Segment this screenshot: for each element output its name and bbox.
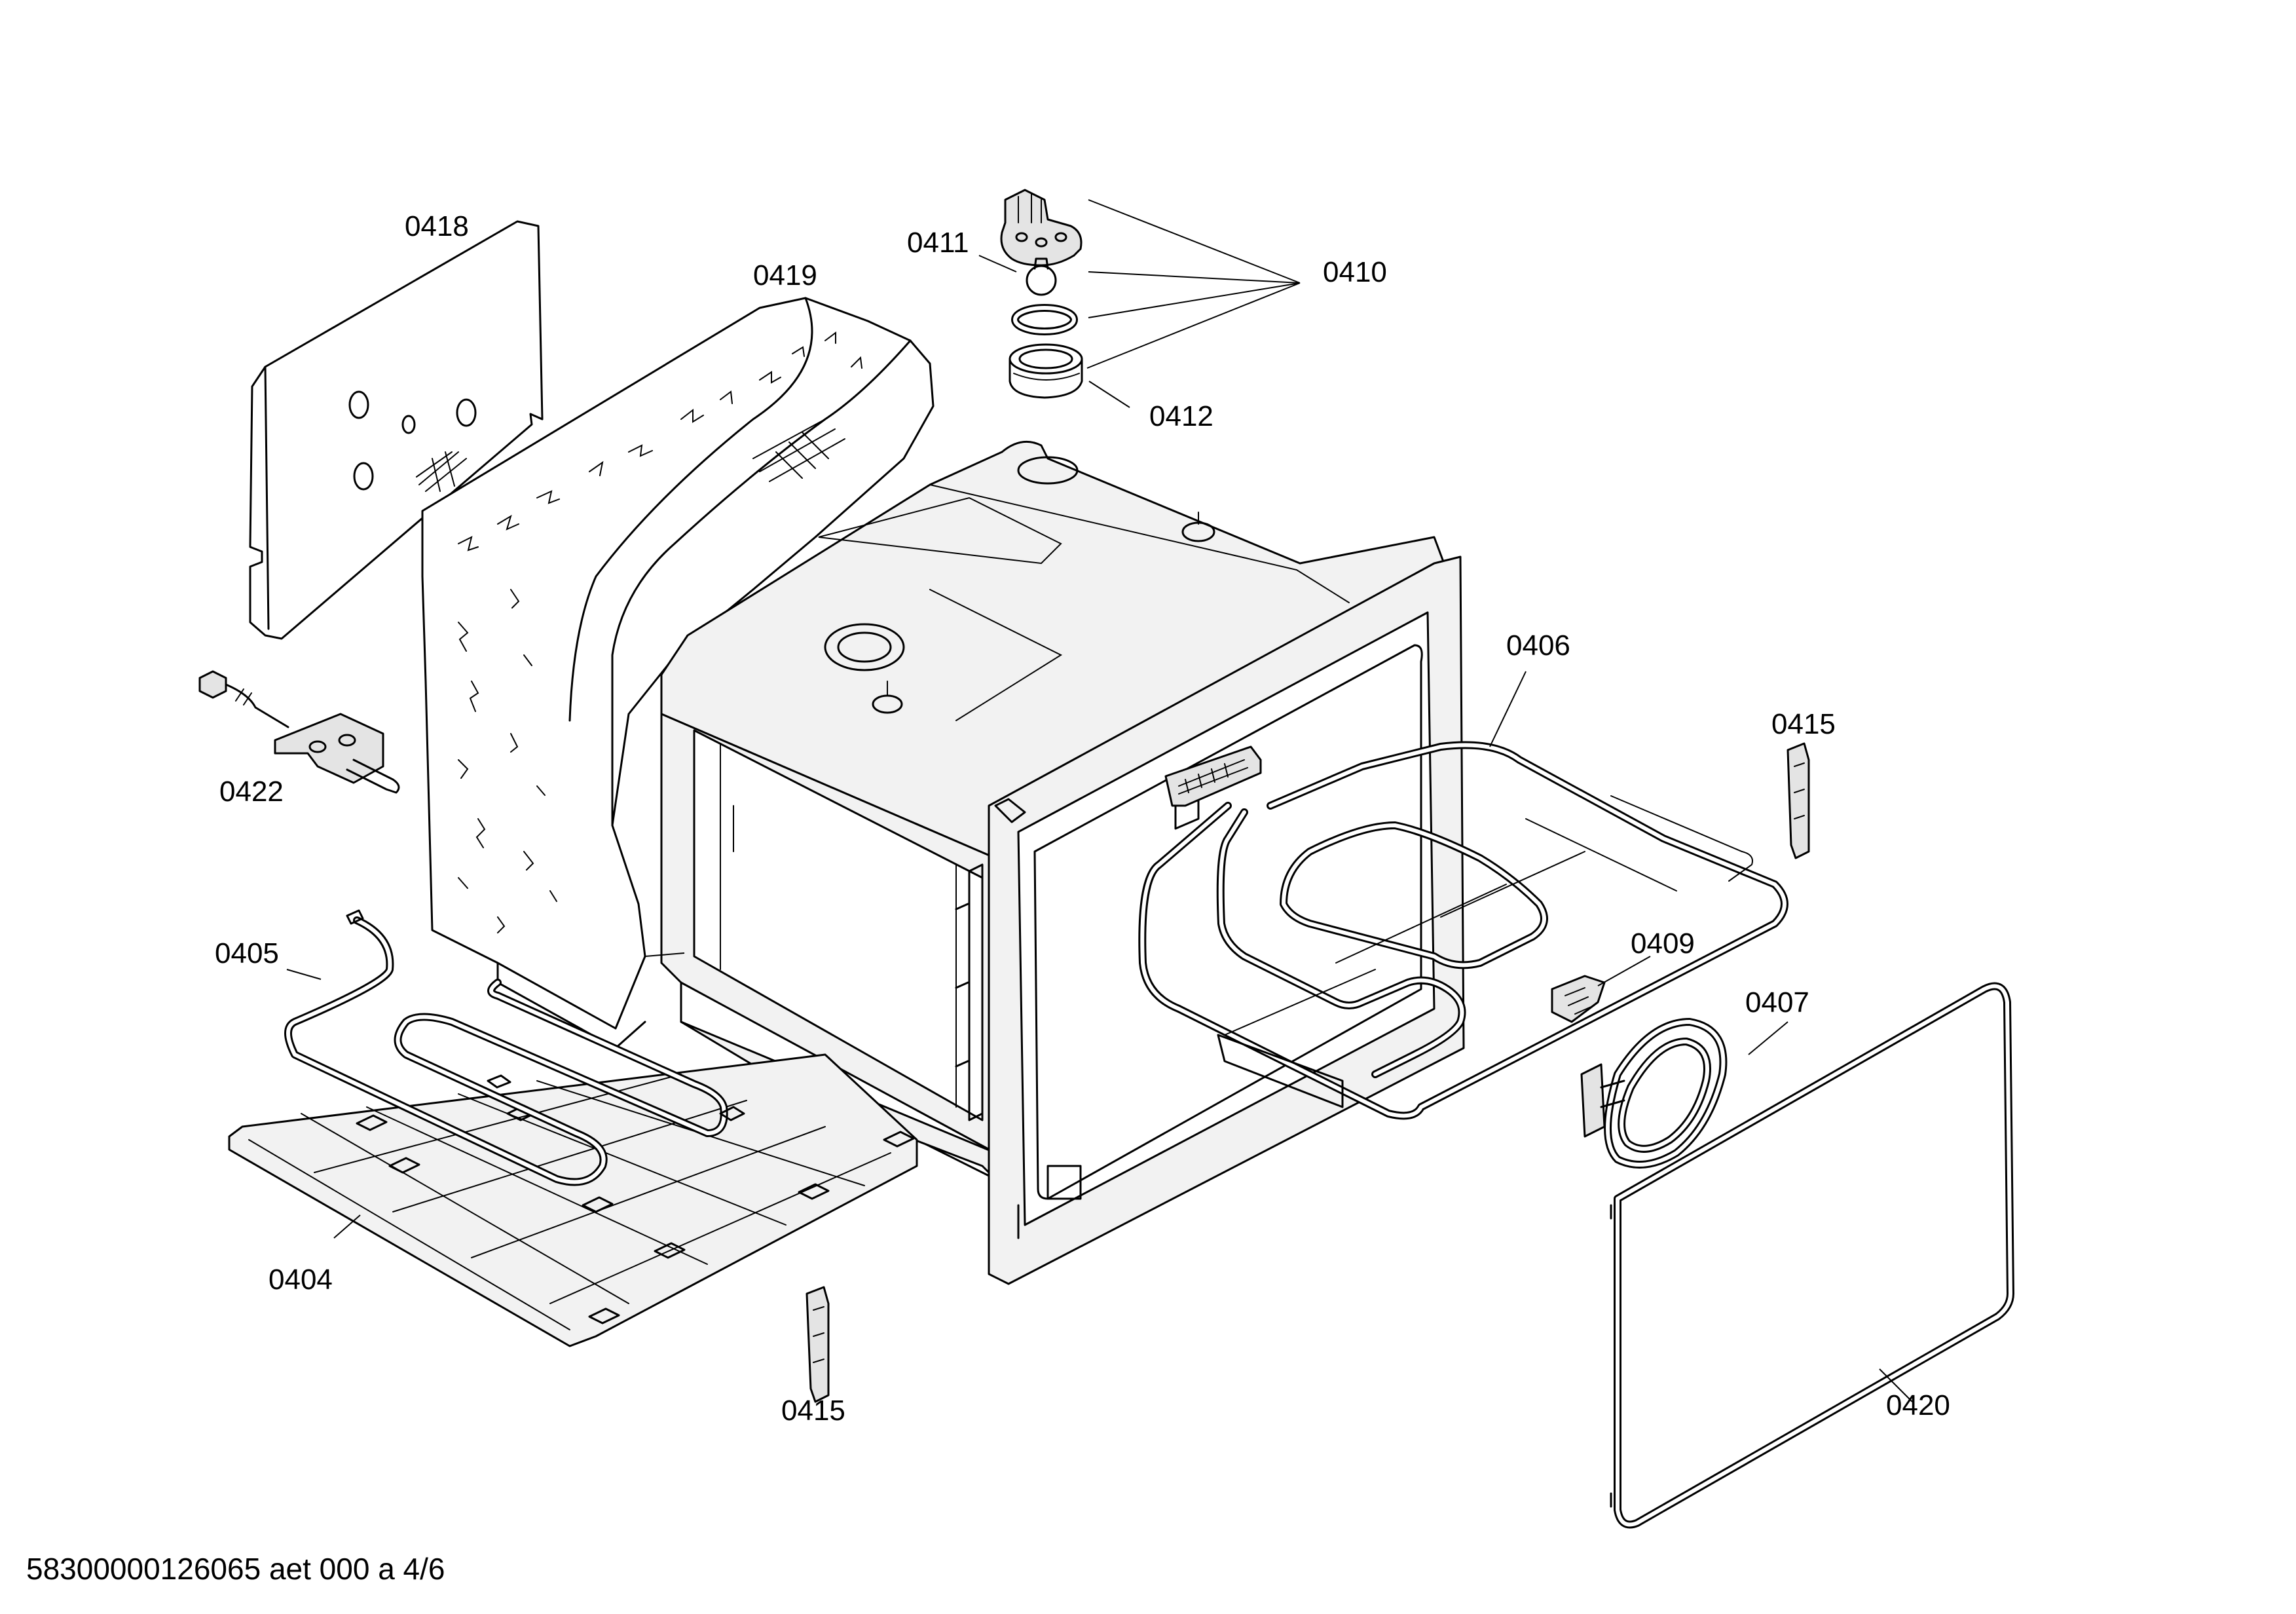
callout-0407: 0407 [1745, 986, 1809, 1019]
callout-0418: 0418 [405, 210, 469, 242]
callout-0409: 0409 [1631, 928, 1695, 960]
part-0404-bottom-plate [228, 1053, 918, 1347]
callout-0404: 0404 [268, 1264, 333, 1296]
part-0411-lamp-bulb [1026, 257, 1057, 296]
callout-leader-lines [286, 199, 1913, 1402]
callout-0420: 0420 [1886, 1389, 1950, 1421]
part-0415-bottom-support [805, 1286, 830, 1403]
part-0415-right-support [1787, 742, 1810, 859]
part-0412-lamp-holder [1009, 343, 1083, 399]
part-0406-upper-heating-element [1138, 741, 1788, 1120]
callout-0415-right: 0415 [1771, 708, 1836, 740]
oven-cavity-body [660, 440, 1465, 1285]
document-code: 58300000126065 aet 000 a 4/6 [26, 1552, 445, 1586]
callout-0415-bottom: 0415 [781, 1395, 845, 1427]
callout-0419: 0419 [753, 259, 817, 291]
part-0409-bracket [1551, 975, 1606, 1023]
callout-0411: 0411 [907, 227, 969, 259]
callout-0410: 0410 [1323, 256, 1387, 288]
callout-0412: 0412 [1149, 400, 1213, 432]
part-0419-insulation-wrap [421, 297, 935, 1049]
callout-0406: 0406 [1506, 629, 1570, 662]
part-0420-door-seal [1610, 982, 2014, 1529]
callout-0422: 0422 [219, 776, 284, 808]
callout-0405: 0405 [215, 937, 279, 969]
part-0410-lamp-assembly [1000, 189, 1083, 399]
part-0405-lower-heating-element [284, 909, 745, 1186]
part-0407-circular-heating-element [1580, 1018, 1728, 1169]
part-0422-temperature-sensor [198, 670, 400, 794]
part-0418-insulation-board [249, 220, 544, 640]
